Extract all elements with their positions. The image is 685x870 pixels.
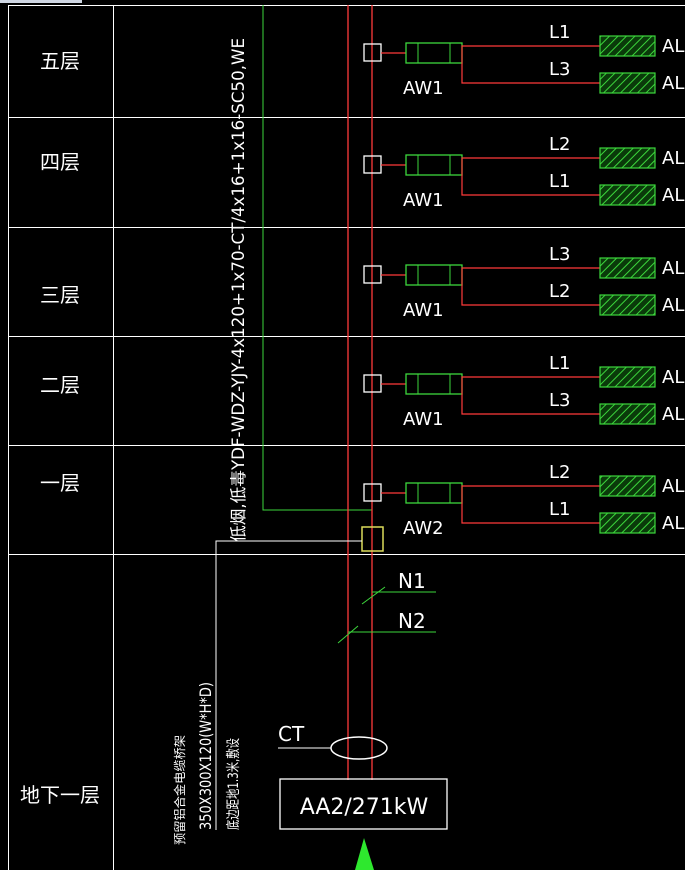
panel-box [599,475,656,497]
phase-label: L2 [549,462,570,483]
floor-label-basement: 地下一层 [20,783,100,807]
n2-label: N2 [398,609,426,633]
distribution-box-label: AW1 [403,300,444,321]
distribution-box-label: AW2 [403,518,444,539]
panel-label: AL1 [662,404,685,425]
main-panel-label: AA2/271kW [300,795,429,820]
neutral-marks [337,586,436,644]
panel-label: AL1 [662,295,685,316]
distribution-box-label: AW1 [403,78,444,99]
tray-leader [215,540,362,830]
ct-label: CT [278,722,305,746]
tray-note-line-2: 350X300X120(W*H*D) [196,682,215,830]
floor-grid [8,5,685,870]
tray-note-line-1: 预留铝合金电缆桥架 [172,735,187,845]
phase-label: L2 [549,281,570,302]
floor-equipment: AW1L3AL1L2AL1 [363,244,685,321]
riser-cable-label: 低烟,低毒YDF-WDZ-YJY-4x120+1x70-CT/4x16+1x16… [229,38,248,542]
floor-label-4: 四层 [40,150,80,174]
n1-label: N1 [398,569,426,593]
panel-box [599,72,656,94]
panel-box [599,403,656,425]
panel-label: AL1 [662,185,685,206]
floor-equipment: AW1L1AL1L3AL1 [363,22,685,99]
floor-label-3: 三层 [40,283,80,307]
up-arrow-icon [355,838,374,870]
floor-label-2: 二层 [40,373,80,397]
panel-box [599,147,656,169]
phase-label: L1 [549,353,570,374]
panel-box [599,184,656,206]
phase-label: L3 [549,244,570,265]
floor-label-1: 一层 [40,471,80,495]
panel-box [599,35,656,57]
panel-box [599,366,656,388]
panel-label: AL1 [662,476,685,497]
breaker-body [405,154,463,176]
phase-label: L3 [549,390,570,411]
panel-box [599,294,656,316]
breaker-body [405,373,463,395]
panel-label: AL1 [662,258,685,279]
panel-label: AL1 [662,148,685,169]
green-feeder [262,5,373,520]
distribution-box-label: AW1 [403,409,444,430]
panel-label: AL1 [662,36,685,57]
phase-label: L1 [549,171,570,192]
phase-label: L3 [549,59,570,80]
floor-equipment: AW1L2AL1L1AL1 [363,134,685,211]
panel-label: AL1 [662,367,685,388]
breaker-body [405,42,463,64]
tray-note-line-3: 底边距地1.3米,敷设 [226,738,242,830]
phase-label: L2 [549,134,570,155]
floor-equipment: AW1L1AL1L3AL1 [363,353,685,430]
panel-box [599,512,656,534]
panel-label: AL2 [662,513,685,534]
ct-symbol [330,736,388,760]
phase-label: L1 [549,499,570,520]
floor-label-5: 五层 [40,49,80,73]
breaker-body [405,482,463,504]
breaker-body [405,264,463,286]
bus-box [361,526,384,552]
distribution-box-label: AW1 [403,190,444,211]
phase-label: L1 [549,22,570,43]
floor-equipment: AW2 L2AL1L1AL2 [363,462,685,539]
panel-label: AL1 [662,73,685,94]
main-panel-box [279,778,448,830]
panel-box [599,257,656,279]
window-top-bar [0,0,82,3]
